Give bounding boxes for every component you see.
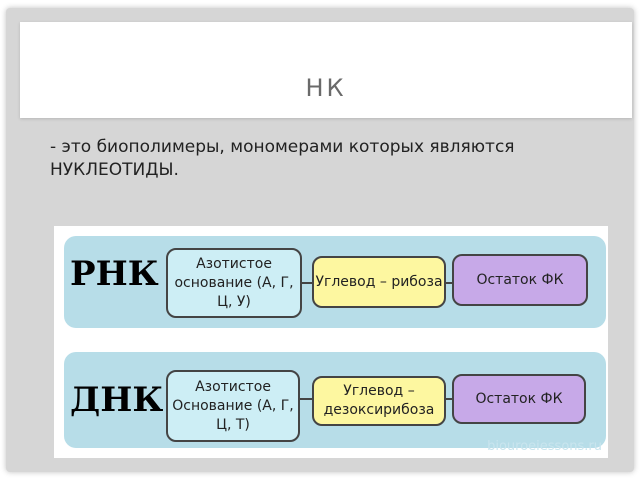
watermark: biouroeiessons.ru [487,439,602,454]
dna-nitrogenous-base-box: Азотистое Основание (А, Г, Ц, Т) [166,370,300,442]
dna-label: ДНК [70,380,164,420]
title-band: НК [20,22,632,118]
dna-connector-2 [446,398,452,400]
nucleotide-diagram: РНК Азотистое основание (А, Г, Ц, У) Угл… [54,226,608,458]
dna-sugar-box: Углевод – дезоксирибоза [312,376,446,426]
slide-title: НК [305,74,347,102]
rna-connector-2 [446,282,452,284]
rna-nitrogenous-base-box: Азотистое основание (А, Г, Ц, У) [166,248,302,318]
slide-subtitle: - это биополимеры, мономерами которых яв… [50,137,515,180]
rna-label: РНК [70,254,159,294]
rna-connector-1 [302,282,312,284]
rna-sugar-box: Углевод – рибоза [312,256,446,308]
dna-connector-1 [300,398,312,400]
rna-phosphate-box: Остаток ФК [452,254,588,306]
dna-phosphate-box: Остаток ФК [452,374,586,424]
slide: НК - это биополимеры, мономерами которых… [6,8,634,472]
